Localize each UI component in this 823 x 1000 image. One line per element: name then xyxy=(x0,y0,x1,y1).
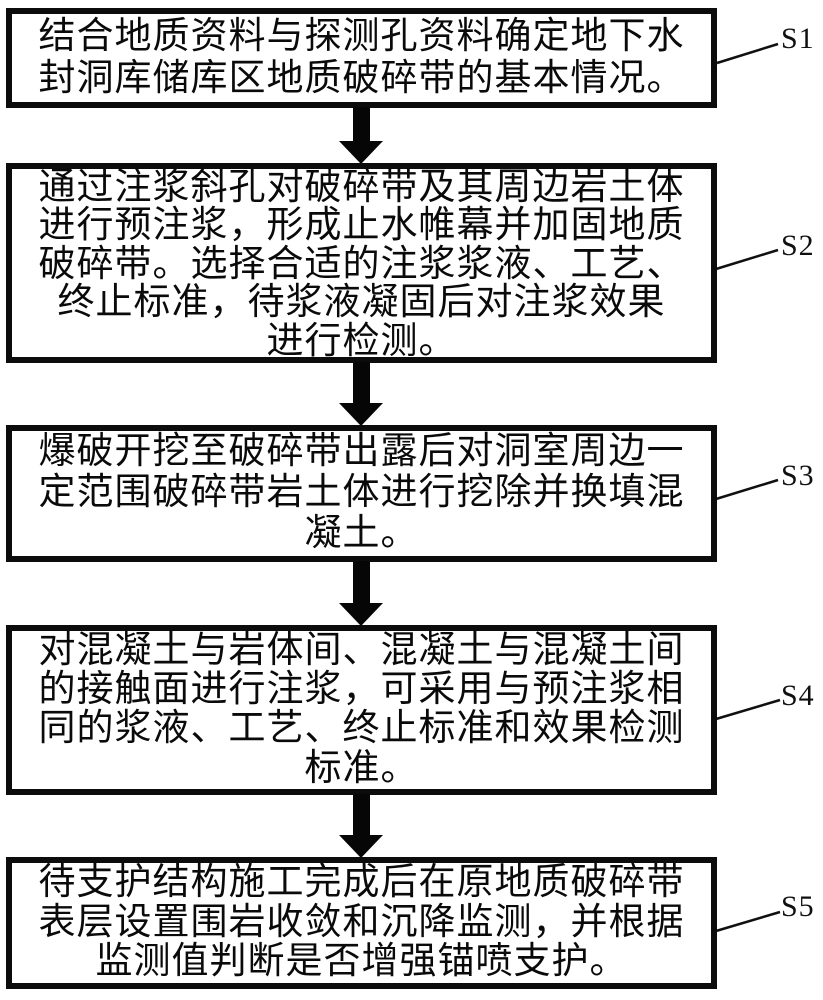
step-label-s1: S1 xyxy=(781,22,815,55)
flow-step-3-box: 爆破开挖至破碎带出露后对洞室周边一 定范围破碎带岩土体进行挖除并换填混 凝土。 xyxy=(6,425,717,562)
step-5-line-1: 待支护结构施工完成后在原地质破碎带 xyxy=(38,862,685,904)
step-label-s2: S2 xyxy=(781,229,815,262)
flow-arrow-3 xyxy=(339,561,383,626)
arrow-shaft xyxy=(352,107,370,141)
flow-step-4-box: 对混凝土与岩体间、混凝土与混凝土间 的接触面进行注浆，可采用与预注浆相 同的浆液… xyxy=(6,625,717,795)
arrow-down-icon xyxy=(339,835,383,858)
step-4-line-1: 对混凝土与岩体间、混凝土与混凝土间 xyxy=(38,629,685,671)
arrow-down-icon xyxy=(339,141,383,164)
step-5-line-3: 监测值判断是否增强锚喷支护。 xyxy=(95,941,628,983)
step-3-line-2: 定范围破碎带岩土体进行挖除并换填混 xyxy=(38,472,685,514)
arrow-shaft xyxy=(352,362,370,403)
step-label-s5: S5 xyxy=(781,890,815,923)
step-2-line-4: 终止标准，待浆液凝固后对注浆效果 xyxy=(57,282,666,324)
flow-step-5-box: 待支护结构施工完成后在原地质破碎带 表层设置围岩收敛和沉降监测，并根据 监测值判… xyxy=(6,857,717,989)
arrow-shaft xyxy=(352,561,370,603)
step-5-line-2: 表层设置围岩收敛和沉降监测，并根据 xyxy=(38,901,685,943)
step-2-line-1: 通过注浆斜孔对破碎带及其周边岩土体 xyxy=(38,167,685,208)
flow-step-2-box: 通过注浆斜孔对破碎带及其周边岩土体 进行预注浆，形成止水帷幕并加固地质 破碎带。… xyxy=(6,163,717,363)
step-2-line-3: 破碎带。选择合适的注浆浆液、工艺、 xyxy=(38,243,685,285)
step-3-line-3: 凝土。 xyxy=(304,513,419,555)
step-3-line-1: 爆破开挖至破碎带出露后对洞室周边一 xyxy=(38,431,685,473)
flow-arrow-1 xyxy=(339,107,383,164)
step-1-line-2: 封洞库储库区地质破碎带的基本情况。 xyxy=(38,57,685,99)
step-4-line-4: 标准。 xyxy=(304,747,419,789)
flow-arrow-2 xyxy=(339,362,383,426)
flow-arrow-4 xyxy=(339,794,383,858)
step-4-line-2: 的接触面进行注浆，可采用与预注浆相 xyxy=(38,669,685,711)
arrow-down-icon xyxy=(339,603,383,626)
arrow-down-icon xyxy=(339,403,383,426)
flow-step-1-box: 结合地质资料与探测孔资料确定地下水 封洞库储库区地质破碎带的基本情况。 xyxy=(6,8,717,108)
step-2-line-5: 进行检测。 xyxy=(266,320,457,362)
step-4-line-3: 同的浆液、工艺、终止标准和效果检测 xyxy=(38,708,685,750)
step-label-s4: S4 xyxy=(781,679,815,712)
step-2-line-2: 进行预注浆，形成止水帷幕并加固地质 xyxy=(38,205,685,247)
step-1-line-1: 结合地质资料与探测孔资料确定地下水 xyxy=(38,15,685,57)
arrow-shaft xyxy=(352,794,370,835)
step-label-s3: S3 xyxy=(781,459,815,492)
